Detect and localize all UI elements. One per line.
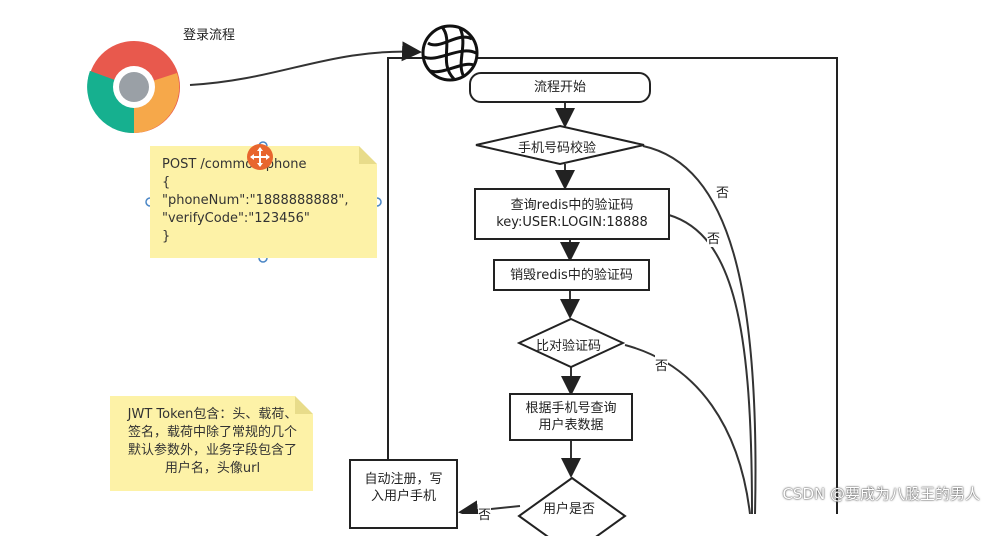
- browser-to-server-connector: [189, 41, 422, 86]
- destroy-redis-label: 销毁redis中的验证码: [510, 267, 633, 283]
- server-frame: [387, 57, 838, 514]
- no-label-query: 否: [707, 228, 721, 247]
- query-user-line-1: 根据手机号查询: [525, 401, 617, 416]
- note-fold: [359, 146, 377, 164]
- query-redis-box[interactable]: 查询redis中的验证码 key:USER:LOGIN:18888: [474, 188, 670, 240]
- auto-register-box[interactable]: 自动注册，写 入用户手机: [349, 459, 458, 529]
- auto-register-line-1: 自动注册，写: [364, 472, 443, 487]
- no-branch-compare: [624, 344, 751, 514]
- request-line-4: "verifyCode":"123456": [162, 211, 310, 226]
- move-handle-icon[interactable]: [246, 143, 274, 171]
- no-branch-query: [668, 214, 753, 514]
- user-exists-label: 用户是否: [543, 502, 596, 517]
- auto-register-line-2: 入用户手机: [370, 489, 436, 504]
- query-redis-line-2: key:USER:LOGIN:18888: [496, 215, 648, 230]
- diagram-title: 登录流程: [183, 28, 236, 43]
- request-line-3: "phoneNum":"1888888888",: [162, 193, 349, 208]
- request-line-2: {: [162, 175, 171, 190]
- compare-code-diamond[interactable]: [517, 317, 625, 369]
- no-label-compare: 否: [655, 355, 669, 374]
- note-fold: [295, 396, 313, 414]
- no-branch-check: [642, 145, 757, 514]
- query-user-box[interactable]: 根据手机号查询 用户表数据: [509, 393, 633, 441]
- browser-icon: [87, 41, 180, 134]
- check-phone-label: 手机号码校验: [518, 141, 597, 156]
- compare-code-label: 比对验证码: [536, 339, 602, 354]
- request-line-5: }: [162, 229, 171, 244]
- destroy-redis-box[interactable]: 销毁redis中的验证码: [493, 259, 650, 291]
- flow-start-label: 流程开始: [533, 80, 586, 95]
- jwt-note-text: JWT Token包含：头、载荷、签名，载荷中除了常规的几个默认参数外，业务字段…: [127, 407, 298, 476]
- no-label-check: 否: [716, 182, 730, 201]
- query-redis-line-1: 查询redis中的验证码: [510, 198, 634, 213]
- globe-icon: [421, 24, 479, 82]
- request-note[interactable]: POST /common/phone { "phoneNum":"1888888…: [150, 146, 377, 258]
- query-user-line-2: 用户表数据: [538, 418, 604, 433]
- jwt-note[interactable]: JWT Token包含：头、载荷、签名，载荷中除了常规的几个默认参数外，业务字段…: [110, 396, 313, 491]
- flow-start[interactable]: 流程开始: [469, 72, 651, 103]
- check-phone-diamond[interactable]: [474, 124, 646, 166]
- watermark: CSDN @要成为八股王的男人: [782, 485, 980, 503]
